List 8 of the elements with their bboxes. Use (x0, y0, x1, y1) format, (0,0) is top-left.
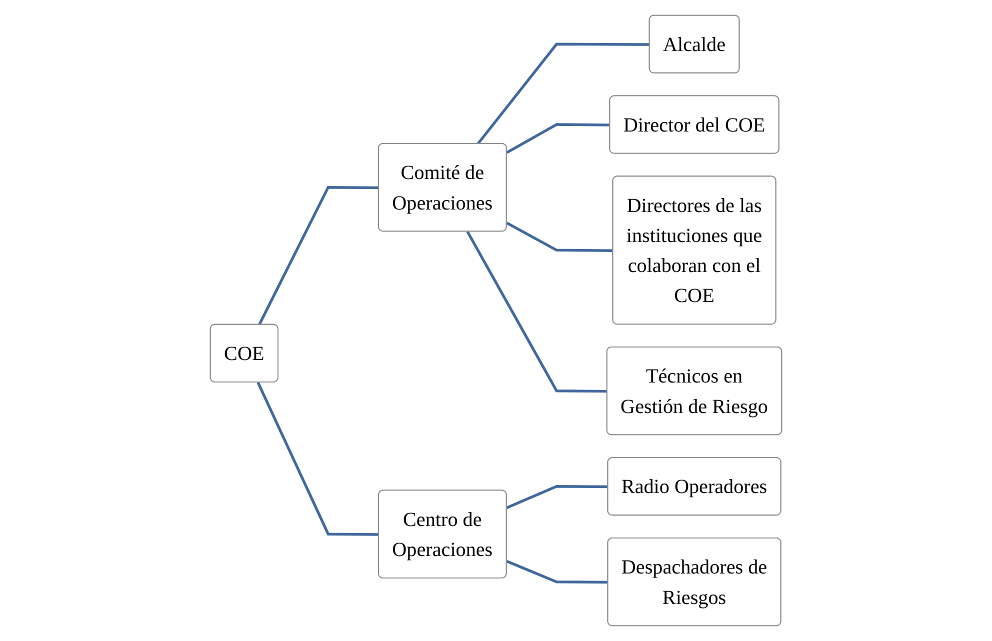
connector (476, 42, 650, 145)
connector (258, 186, 379, 326)
connector (256, 382, 379, 536)
connector (466, 230, 608, 393)
connector (506, 484, 608, 510)
connector (506, 222, 614, 252)
connector (506, 560, 608, 584)
connector (506, 123, 610, 154)
